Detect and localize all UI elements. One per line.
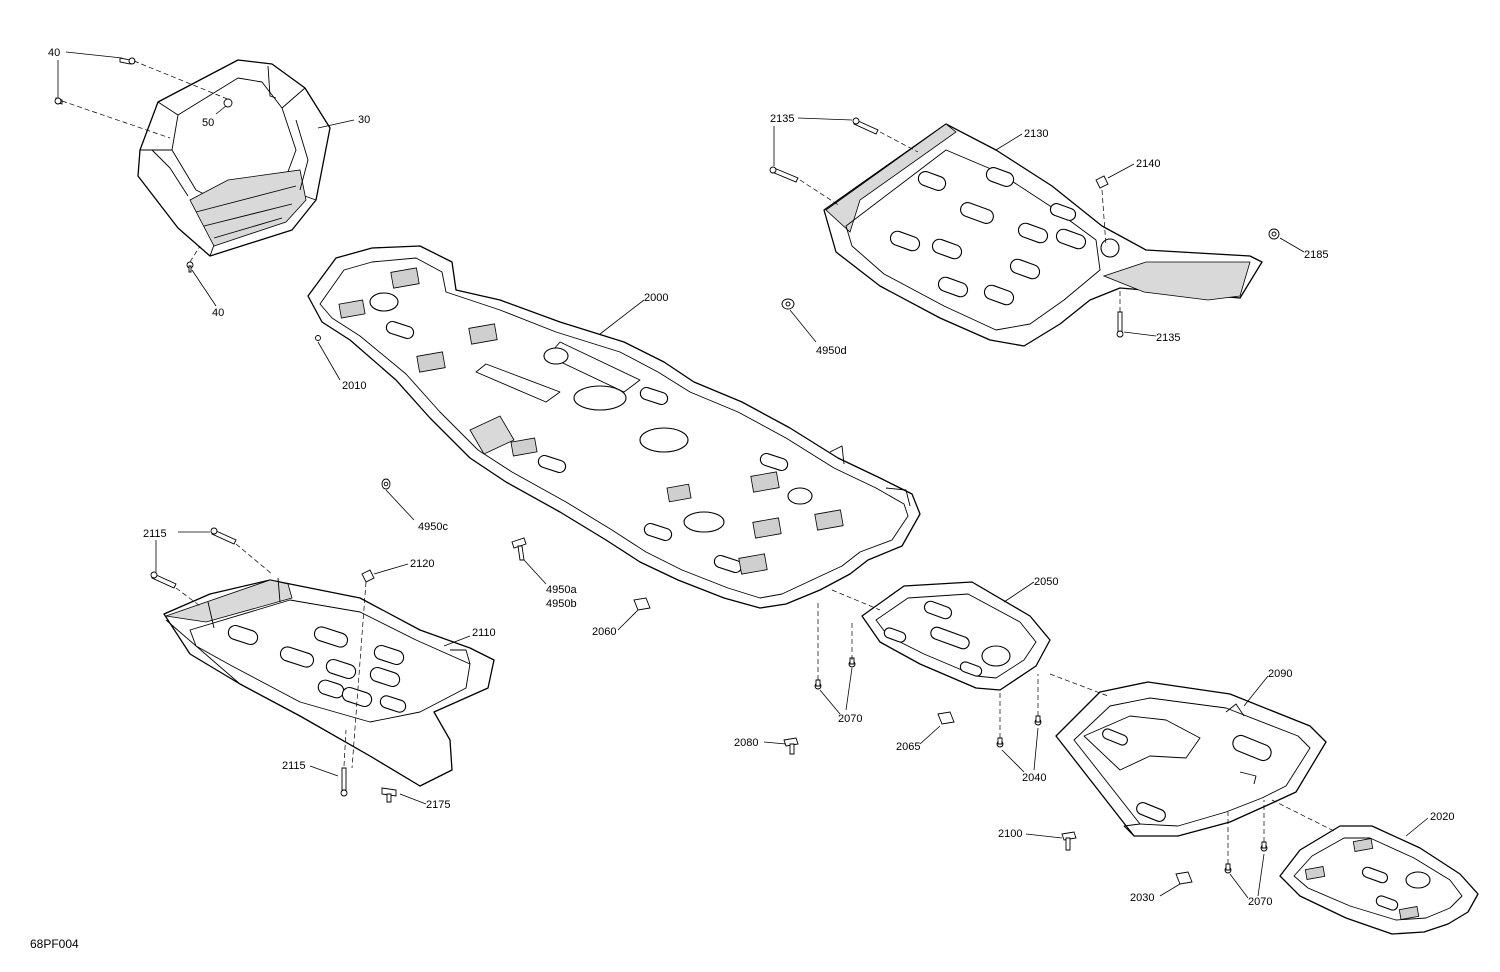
callout-2030: 2030 — [1130, 892, 1154, 904]
mid-rear-skid-plate-part[interactable] — [861, 581, 1051, 691]
screw-2185[interactable] — [1268, 228, 1280, 240]
clip-nut-2060[interactable] — [633, 597, 651, 611]
callout-2110: 2110 — [472, 627, 496, 639]
callout-2000: 2000 — [644, 292, 668, 304]
callout-2070-mid: 2070 — [838, 713, 862, 725]
screw-2070-rear-left[interactable] — [1224, 863, 1232, 874]
skid-plate-fastener-2010[interactable] — [315, 335, 321, 341]
clip-nut-2030[interactable] — [1175, 871, 1193, 885]
push-rivet-2080[interactable] — [783, 737, 799, 755]
leader-lines — [57, 51, 1429, 899]
screw-2040-left[interactable] — [996, 737, 1004, 748]
screw-2040-right[interactable] — [1034, 715, 1042, 726]
right-side-skid-plate-part[interactable] — [823, 123, 1263, 347]
nut-2120[interactable] — [361, 569, 375, 583]
callout-2175: 2175 — [426, 799, 450, 811]
callout-2115-top: 2115 — [143, 528, 167, 540]
screw-2070-rear-right[interactable] — [1260, 841, 1268, 852]
push-rivet-2100[interactable] — [1061, 831, 1077, 851]
drawing-code: 68PF004 — [30, 937, 79, 951]
callout-4950d: 4950d — [816, 345, 847, 357]
grommet-4950c[interactable] — [381, 478, 391, 490]
callout-2140: 2140 — [1136, 158, 1160, 170]
callout-2040: 2040 — [1022, 772, 1046, 784]
callout-2010: 2010 — [342, 380, 366, 392]
callout-2120: 2120 — [410, 558, 434, 570]
callout-4950c: 4950c — [418, 521, 448, 533]
callout-2020: 2020 — [1430, 811, 1454, 823]
central-skid-plate-part[interactable] — [307, 245, 921, 609]
push-rivet-2175[interactable] — [381, 787, 397, 803]
grommet-4950d[interactable] — [781, 298, 795, 310]
callout-2135-bottom: 2135 — [1156, 332, 1180, 344]
callout-2185: 2185 — [1304, 249, 1328, 261]
callout-30: 30 — [358, 114, 370, 126]
bolt-2135-left[interactable] — [769, 166, 799, 183]
front-fascia-part[interactable] — [137, 59, 331, 257]
callout-40-top: 40 — [48, 47, 60, 59]
callout-4950b: 4950b — [546, 598, 577, 610]
left-side-skid-plate-part[interactable] — [163, 577, 495, 787]
screw-2070-right[interactable] — [848, 657, 856, 668]
callout-2100: 2100 — [998, 828, 1022, 840]
bolt-2115-top[interactable] — [210, 527, 237, 545]
rear-end-skid-plate-part[interactable] — [1279, 825, 1479, 935]
callout-2050: 2050 — [1034, 576, 1058, 588]
nut-2140[interactable] — [1095, 175, 1109, 189]
bolt-2115-left[interactable] — [150, 571, 177, 589]
callout-2130: 2130 — [1024, 128, 1048, 140]
clip-nut-2065[interactable] — [937, 711, 955, 725]
bolt-2115-bottom[interactable] — [340, 767, 348, 797]
rear-skid-plate-part[interactable] — [1055, 681, 1327, 837]
callout-40-bottom: 40 — [212, 307, 224, 319]
callout-2090: 2090 — [1268, 668, 1292, 680]
fascia-screw-top[interactable] — [119, 57, 136, 65]
callout-50: 50 — [202, 117, 214, 129]
callout-2080: 2080 — [734, 737, 758, 749]
callout-2065: 2065 — [896, 741, 920, 753]
screw-2070-left[interactable] — [814, 679, 822, 690]
fascia-screw-left[interactable] — [54, 97, 63, 105]
callout-2115-bottom: 2115 — [282, 760, 306, 772]
callout-4950a: 4950a — [546, 584, 577, 596]
callout-2060: 2060 — [592, 626, 616, 638]
bolt-2135-bottom[interactable] — [1116, 311, 1124, 338]
bolt-2135-top[interactable] — [852, 117, 879, 135]
push-rivet-4950[interactable] — [511, 537, 527, 561]
callout-2135-top: 2135 — [770, 113, 794, 125]
callout-2070-rear: 2070 — [1248, 896, 1272, 908]
